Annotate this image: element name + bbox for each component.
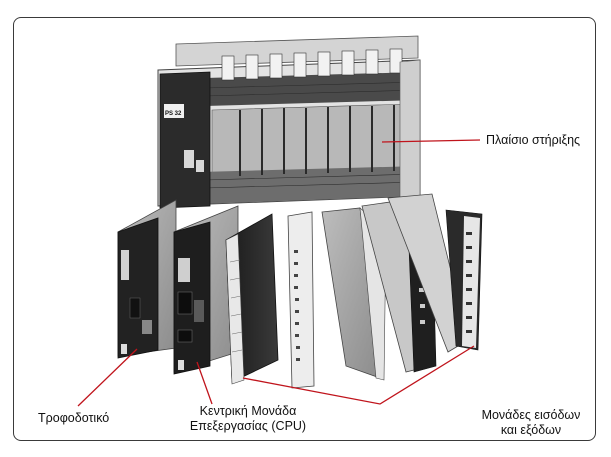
label-io-modules: Μονάδες εισόδων και εξόδων (476, 408, 586, 438)
label-cpu-line1: Κεντρική Μονάδα (199, 404, 297, 418)
rack-chassis: PS 32 (157, 35, 421, 209)
io-module-1 (225, 213, 279, 385)
power-supply-module (117, 199, 177, 359)
figure-frame (13, 17, 596, 441)
cpu-module (173, 205, 239, 375)
label-io-line1: Μονάδες εισόδων (481, 408, 581, 422)
label-cpu-line2: Επεξεργασίας (CPU) (189, 419, 307, 433)
label-io-line2: και εξόδων (500, 423, 562, 437)
label-power-supply: Τροφοδοτικό (38, 411, 110, 425)
io-module-5 (387, 193, 483, 353)
label-cpu: Κεντρική Μονάδα Επεξεργασίας (CPU) (188, 404, 308, 434)
svg-text:PS 32: PS 32 (165, 111, 182, 117)
io-module-2 (287, 211, 315, 389)
label-rack: Πλαίσιο στήριξης (486, 133, 581, 147)
